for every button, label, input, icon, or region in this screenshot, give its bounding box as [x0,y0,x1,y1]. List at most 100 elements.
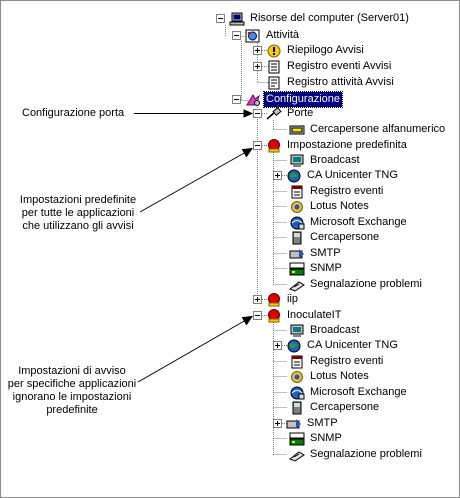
tree-node-ino-snmp[interactable]: SNMP [289,431,344,446]
lotus-notes-icon [289,200,305,214]
tree-node-impostazione-predefinita[interactable]: Impostazione predefinita [253,138,409,153]
tree-label: SNMP [310,432,342,444]
tree-node-ino-exchange[interactable]: Microsoft Exchange [289,385,409,400]
collapse-icon[interactable] [232,95,241,104]
tree-label: Microsoft Exchange [310,216,407,228]
pager-device-icon [289,231,305,245]
collapse-icon[interactable] [232,31,241,40]
callout-line: che utilizzano gli avvisi [22,220,134,232]
tree-node-default-unicenter[interactable]: CA Unicenter TNG [273,168,400,183]
tree-node-porte[interactable]: Porte [253,106,315,121]
tree-node-configurazione[interactable]: Configurazione [232,91,343,108]
callout-configurazione-porta: Configurazione porta [22,107,125,119]
event-log-icon [289,355,305,369]
pager-device-icon [289,401,305,415]
callout-line: predefinite [46,404,98,416]
computer-icon [229,12,245,26]
tree-label: Cercapersone [310,231,380,243]
exchange-globe-icon [289,216,305,230]
port-plug-icon [266,106,282,121]
tree-label-inoculateit: InoculateIT [287,309,342,321]
tree-node-default-lotus-notes[interactable]: Lotus Notes [289,199,371,214]
tree-label: Segnalazione problemi [310,278,422,290]
tree-label: Lotus Notes [310,370,369,382]
callout-line: Impostazioni predefinite [19,194,137,206]
snmp-icon [289,432,305,446]
smtp-icon [289,247,305,261]
tree-node-default-snmp[interactable]: SNMP [289,261,344,276]
callout-impostazioni-predefinite: Impostazioni predefinite per tutte le ap… [8,194,148,233]
tree-node-iip[interactable]: iip [253,292,300,307]
collapse-icon[interactable] [253,109,262,118]
tree-label: Registro eventi [310,355,384,367]
tree-label: Segnalazione problemi [310,448,422,460]
tree-node-cercapersone-alfanumerico[interactable]: Cercapersone alfanumerico [289,122,447,137]
tree-label: Broadcast [310,324,360,336]
globe-icon [286,339,302,353]
expand-icon[interactable] [273,171,282,180]
tree-node-root[interactable]: Risorse del computer (Server01) [216,11,411,26]
tree-node-default-registro-eventi[interactable]: Registro eventi [289,184,385,199]
tree-node-ino-segnalazione[interactable]: Segnalazione problemi [289,447,424,462]
configuration-icon [245,93,261,107]
trouble-ticket-icon [289,278,305,292]
alarm-bell-icon [266,308,282,323]
tree-label: SNMP [310,262,342,274]
tree-label: Lotus Notes [310,200,369,212]
tree-node-attivita[interactable]: Attività [232,28,301,43]
lotus-notes-icon [289,370,305,384]
tree-label: Registro eventi [310,185,384,197]
expand-icon[interactable] [253,62,262,71]
collapse-icon[interactable] [253,141,262,150]
tree-node-default-exchange[interactable]: Microsoft Exchange [289,215,409,230]
tree-node-ino-cercapersone[interactable]: Cercapersone [289,400,381,415]
tree-node-default-segnalazione[interactable]: Segnalazione problemi [289,277,424,292]
event-log-icon [266,60,282,74]
collapse-icon[interactable] [216,14,225,23]
tree-node-riepilogo[interactable]: Riepilogo Avvisi [253,43,366,58]
tree-node-default-smtp[interactable]: SMTP [289,246,343,261]
tree-node-default-broadcast[interactable]: Broadcast [289,153,362,168]
tree-label: CA Unicenter TNG [307,169,398,181]
tree-label: SMTP [307,417,338,429]
tree-node-ino-unicenter[interactable]: CA Unicenter TNG [273,338,400,353]
globe-icon [286,169,302,183]
event-log-icon [289,185,305,199]
exchange-globe-icon [289,386,305,400]
activity-log-icon [266,76,282,90]
trouble-ticket-icon [289,448,305,462]
tree-label-registro-attivita-avvisi: Registro attività Avvisi [287,76,394,88]
tree-node-inoculateit[interactable]: InoculateIT [253,308,343,323]
alarm-bell-icon [266,292,282,307]
tree-label-attivita: Attività [266,29,300,41]
tree-label-impostazione-predefinita: Impostazione predefinita [287,139,407,151]
tree-label: Cercapersone [310,401,380,413]
callout-line: ignorano le impostazioni [12,391,132,403]
callout-line: per specifiche applicazioni [7,378,137,390]
tree-label-porte: Porte [287,107,314,119]
tree-label-registro-eventi-avvisi: Registro eventi Avvisi [287,60,392,72]
expand-icon[interactable] [253,295,262,304]
tree-node-ino-smtp[interactable]: SMTP [273,416,340,431]
tree-node-ino-lotus-notes[interactable]: Lotus Notes [289,369,371,384]
monitor-icon [289,324,305,338]
tree-node-registro-attivita-avvisi[interactable]: Registro attività Avvisi [253,75,396,90]
collapse-icon[interactable] [253,311,262,320]
tree-label: CA Unicenter TNG [307,339,398,351]
monitor-icon [289,154,305,168]
tree-label: Microsoft Exchange [310,386,407,398]
tree-label: SMTP [310,247,341,259]
expand-icon[interactable] [253,46,262,55]
tree-node-default-cercapersone[interactable]: Cercapersone [289,230,381,245]
pager-icon [289,123,305,137]
tree-node-ino-broadcast[interactable]: Broadcast [289,323,362,338]
callout-impostazioni-specifiche: Impostazioni di avviso per specifiche ap… [4,365,140,417]
callout-line: per tutte le applicazioni [21,207,135,219]
expand-icon[interactable] [273,341,282,350]
alarm-bell-icon [266,138,282,153]
tree-label-cercapersone-alfanumerico: Cercapersone alfanumerico [310,123,446,135]
tree-node-ino-registro-eventi[interactable]: Registro eventi [289,354,385,369]
tree-node-registro-eventi-avvisi[interactable]: Registro eventi Avvisi [253,59,393,74]
tree-label-root: Risorse del computer (Server01) [250,12,409,24]
expand-icon[interactable] [273,419,282,428]
